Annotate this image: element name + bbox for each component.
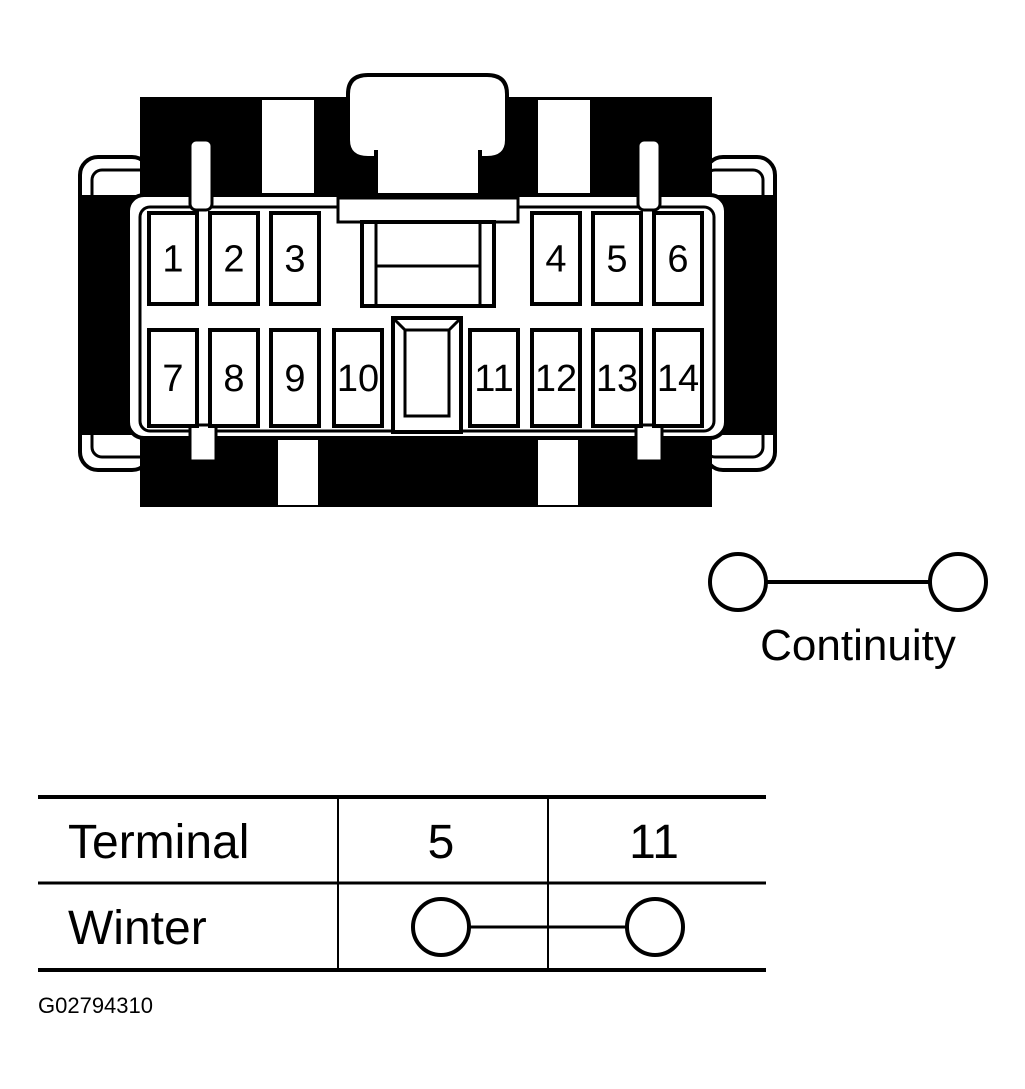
pin-cavity bbox=[591, 328, 643, 428]
pin-number: 12 bbox=[535, 358, 577, 400]
pin-cavity bbox=[530, 328, 582, 428]
pin-cavity bbox=[530, 211, 582, 306]
row-terminal-11 bbox=[625, 897, 685, 957]
pin-cavity bbox=[269, 328, 321, 428]
pin-number: 13 bbox=[596, 358, 638, 400]
pin-cavity bbox=[652, 328, 704, 428]
pin-number: 9 bbox=[284, 358, 305, 400]
pin-cavity bbox=[208, 211, 260, 306]
pin-number: 8 bbox=[223, 358, 244, 400]
pin-number: 1 bbox=[162, 239, 183, 281]
pin-cavity bbox=[591, 211, 643, 306]
table-col-header: 11 bbox=[629, 816, 679, 869]
pin-number: 5 bbox=[606, 239, 627, 281]
continuity-table: Terminal 5 11 Winter bbox=[38, 795, 766, 972]
table-col-header: 5 bbox=[428, 816, 455, 869]
pin-number: 6 bbox=[667, 239, 688, 281]
pin-number: 3 bbox=[284, 239, 305, 281]
pin-cavity bbox=[652, 211, 704, 306]
row-terminal-5 bbox=[411, 897, 471, 957]
pin-number: 2 bbox=[223, 239, 244, 281]
pin-number: 11 bbox=[474, 358, 513, 400]
table-header-label: Terminal bbox=[68, 816, 249, 869]
figure-code: G02794310 bbox=[38, 993, 153, 1018]
pin-cavity bbox=[269, 211, 321, 306]
continuity-legend: Continuity bbox=[708, 552, 988, 670]
table-row-label: Winter bbox=[68, 902, 207, 955]
pin-number: 14 bbox=[657, 358, 699, 400]
pin-cavity bbox=[147, 328, 199, 428]
legend-end-terminal bbox=[928, 552, 988, 612]
pin-number: 4 bbox=[545, 239, 566, 281]
pin-number: 7 bbox=[162, 358, 183, 400]
pin-cavity bbox=[147, 211, 199, 306]
pin-cavity bbox=[332, 328, 384, 428]
pin-cavity bbox=[208, 328, 260, 428]
pin-number: 10 bbox=[337, 358, 379, 400]
legend-start-terminal bbox=[708, 552, 768, 612]
legend-label: Continuity bbox=[760, 621, 956, 670]
pin-cavity bbox=[468, 328, 520, 428]
